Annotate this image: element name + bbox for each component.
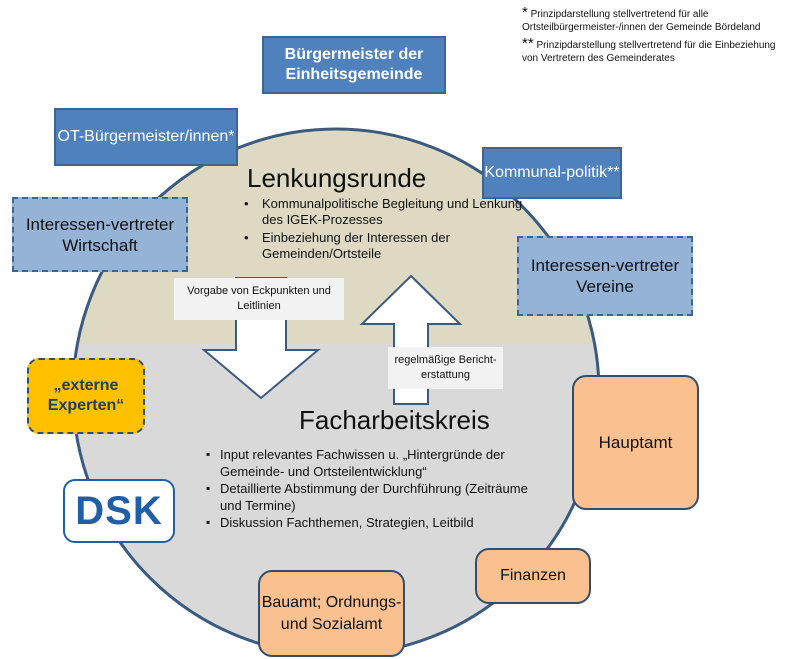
down-arrow-label: Vorgabe von Eckpunkten und Leitlinien — [174, 278, 344, 320]
externe-experten-box: „externe Experten“ — [27, 358, 145, 434]
hauptamt-box: Hauptamt — [572, 375, 699, 510]
ot-buergermeister-box: OT-Bürgermeister/innen* — [54, 108, 238, 166]
lenkungsrunde-list: Kommunalpolitische Begleitung und Lenkun… — [238, 196, 528, 264]
kommunalpolitik-box: Kommunal-politik** — [482, 147, 622, 199]
dsk-logo: DSK — [63, 479, 175, 543]
list-item: Input relevantes Fachwissen u. „Hintergr… — [206, 446, 535, 480]
up-arrow-label: regelmäßige Bericht-erstattung — [388, 347, 503, 389]
buergermeister-box: Bürgermeister der Einheitsgemeinde — [262, 36, 446, 94]
footnotes: * Prinzipdarstellung stellvertretend für… — [522, 4, 790, 68]
list-item: Kommunalpolitische Begleitung und Lenkun… — [244, 196, 528, 228]
interessenvertreter-vereine-box: Interessen-vertreter Vereine — [517, 236, 693, 316]
finanzen-box: Finanzen — [475, 548, 591, 604]
up-arrow — [359, 274, 463, 405]
interessenvertreter-wirtschaft-box: Interessen-vertreter Wirtschaft — [12, 197, 188, 272]
footnote-1: * Prinzipdarstellung stellvertretend für… — [522, 4, 761, 33]
footnote-2: ** Prinzipdarstellung stellvertretend fü… — [522, 35, 776, 64]
lenkungsrunde-title: Lenkungsrunde — [247, 163, 427, 193]
list-item: Einbeziehung der Interessen der Gemeinde… — [244, 230, 528, 262]
facharbeitskreis-title: Facharbeitskreis — [299, 405, 490, 435]
bauamt-box: Bauamt; Ordnungs- und Sozialamt — [258, 570, 405, 657]
list-item: Detaillierte Abstimmung der Durchführung… — [206, 480, 535, 514]
facharbeitskreis-list: Input relevantes Fachwissen u. „Hintergr… — [190, 446, 535, 531]
list-item: Diskussion Fachthemen, Strategien, Leitb… — [206, 514, 535, 531]
